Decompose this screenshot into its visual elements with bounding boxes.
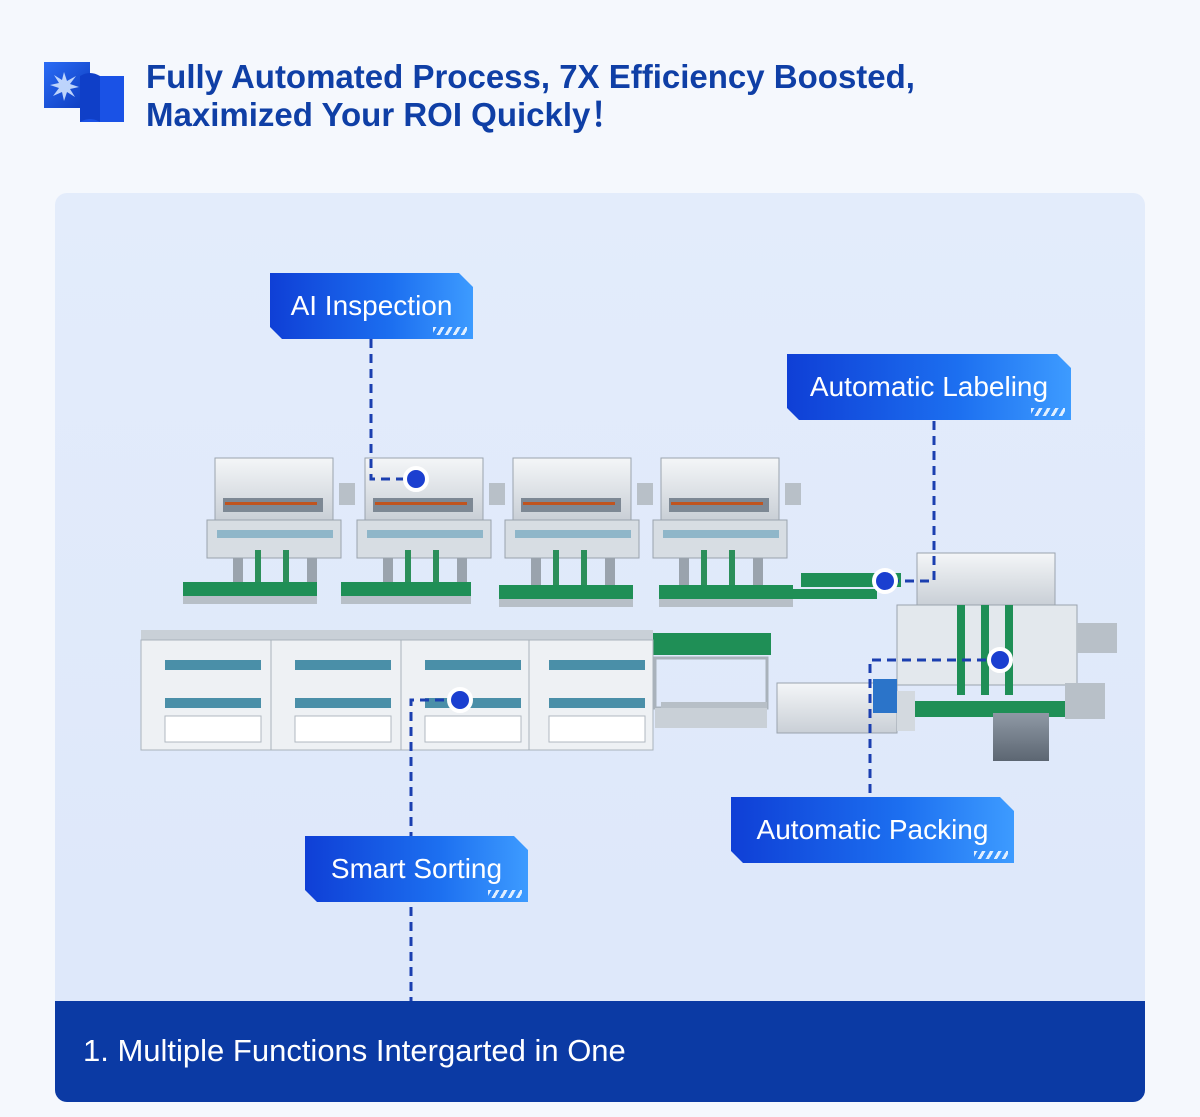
labeling-machine bbox=[896, 552, 1117, 695]
inspection-machine bbox=[504, 457, 653, 598]
caption-bar: 1. Multiple Functions Intergarted in One bbox=[55, 1001, 1145, 1102]
packing-machine bbox=[776, 679, 1105, 761]
ai-inspection-marker-icon[interactable] bbox=[403, 466, 429, 492]
callout-connectors bbox=[369, 339, 1000, 1001]
automatic-packing-marker-icon[interactable] bbox=[987, 647, 1013, 673]
sorting-racks bbox=[140, 630, 771, 751]
stripe-decoration bbox=[433, 327, 467, 335]
callout-automatic-packing[interactable]: Automatic Packing bbox=[731, 797, 1014, 863]
callout-label: AI Inspection bbox=[290, 290, 453, 321]
callout-automatic-labeling[interactable]: Automatic Labeling bbox=[787, 354, 1071, 420]
smart-sorting-marker-icon[interactable] bbox=[447, 687, 473, 713]
stripe-decoration bbox=[1031, 408, 1065, 416]
inspection-machine bbox=[356, 457, 505, 598]
inspection-machine bbox=[652, 457, 801, 598]
automatic-labeling-marker-icon[interactable] bbox=[872, 568, 898, 594]
page-header: Fully Automated Process, 7X Efficiency B… bbox=[42, 58, 1142, 148]
stripe-decoration bbox=[488, 890, 522, 898]
production-line-illustration bbox=[140, 339, 1117, 1001]
caption-text: 1. Multiple Functions Intergarted in One bbox=[83, 1033, 626, 1068]
title-line-1: Fully Automated Process, 7X Efficiency B… bbox=[146, 58, 915, 95]
brand-logo-icon bbox=[44, 62, 124, 122]
callout-smart-sorting[interactable]: Smart Sorting bbox=[305, 836, 528, 902]
callout-label: Smart Sorting bbox=[330, 853, 503, 884]
inspection-machine bbox=[206, 457, 355, 598]
stripe-decoration bbox=[974, 851, 1008, 859]
callout-ai-inspection[interactable]: AI Inspection bbox=[270, 273, 473, 339]
title-line-2: Maximized Your ROI Quickly！ bbox=[146, 96, 624, 133]
callout-label: Automatic Packing bbox=[756, 814, 989, 845]
page-title: Fully Automated Process, 7X Efficiency B… bbox=[146, 58, 915, 134]
production-line-panel: AI Inspection Automatic Labeling Smart S… bbox=[55, 193, 1145, 1102]
transfer-conveyors bbox=[183, 582, 877, 607]
callout-label: Automatic Labeling bbox=[809, 371, 1049, 402]
